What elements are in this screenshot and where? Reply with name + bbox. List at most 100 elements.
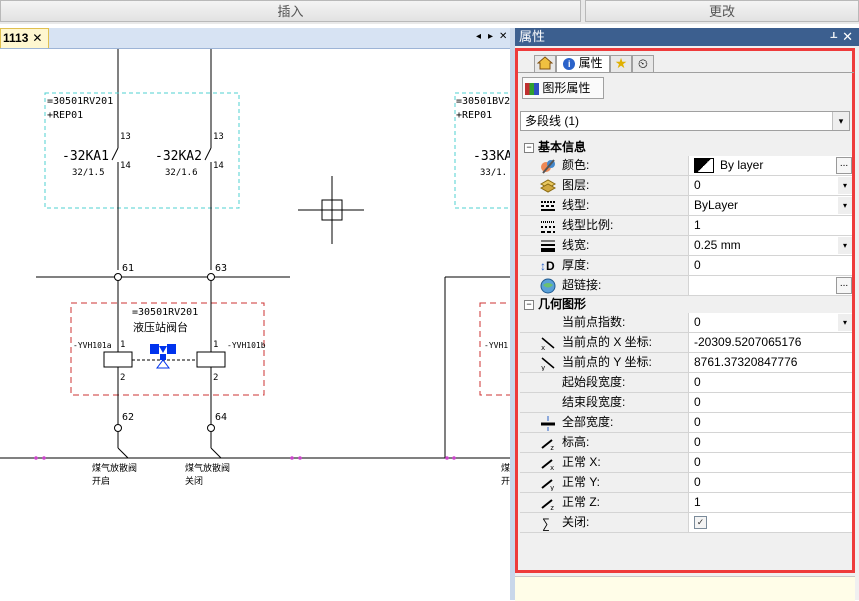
- terminal-label: 14: [120, 161, 131, 171]
- home-icon: [536, 56, 554, 70]
- property-value: 0: [694, 395, 701, 409]
- valve-symbol: [150, 344, 176, 369]
- panel-title-bar: 属性 ᚆ ✕: [515, 28, 859, 46]
- properties-panel: 属性 ᚆ ✕ i 属性 ★ ⏲ 图形属性 多段线 (1) ▾: [515, 28, 859, 601]
- property-row-start-width[interactable]: 起始段宽度: 0: [520, 373, 852, 393]
- node-dot: [114, 424, 122, 432]
- coil-tag: -YVH101a: [73, 341, 112, 350]
- property-row-end-width[interactable]: 结束段宽度: 0: [520, 393, 852, 413]
- collapse-icon[interactable]: −: [524, 143, 534, 153]
- contact-name: -32KA1: [62, 149, 109, 164]
- global-width-icon: [541, 416, 555, 431]
- panel-title: 属性: [519, 29, 546, 44]
- solenoid-coil: [103, 351, 133, 368]
- thickness-glyph: D: [546, 259, 555, 273]
- collapse-icon[interactable]: −: [524, 300, 534, 310]
- terminal-label: 2: [213, 373, 218, 383]
- tab-graphic-properties[interactable]: 图形属性: [522, 77, 604, 99]
- property-label: 线宽:: [562, 238, 590, 252]
- close-icon[interactable]: ✕: [842, 29, 853, 44]
- property-row-color[interactable]: 颜色: By layer...: [520, 156, 852, 176]
- star-icon: ★: [614, 55, 628, 71]
- property-label: 关闭:: [562, 515, 590, 529]
- property-value: 1: [694, 495, 701, 509]
- document-tab[interactable]: 1113✕: [0, 28, 50, 48]
- drawing-canvas[interactable]: =30501RV201 +REP01 =30501BV2 +REP01 13 1…: [0, 49, 510, 600]
- property-row-closed[interactable]: ∑ 关闭: ✓: [520, 513, 852, 533]
- category-basic-info[interactable]: − 基本信息: [520, 139, 852, 156]
- property-row-lineweight[interactable]: 线宽: 0.25 mm ▾: [520, 236, 852, 256]
- normal-x-icon: x: [541, 459, 554, 471]
- function-caption: 煤: [501, 462, 510, 474]
- terminal-label: 13: [213, 132, 224, 142]
- selection-value: 多段线 (1): [525, 114, 580, 128]
- svg-text:x: x: [550, 464, 554, 471]
- contact-position: 32/1.6: [165, 168, 198, 178]
- node-label: 64: [215, 412, 227, 423]
- function-caption: 煤气放散阀: [92, 462, 137, 474]
- schematic-drawing: =30501RV201 +REP01 =30501BV2 +REP01 13 1…: [0, 49, 510, 487]
- scroll-left-icon[interactable]: ◂: [476, 31, 482, 42]
- panel-splitter[interactable]: [510, 28, 515, 600]
- property-row-layer[interactable]: 图层: 0▾: [520, 176, 852, 196]
- property-row-linetype-scale[interactable]: 线型比例: 1: [520, 216, 852, 236]
- tab-properties[interactable]: i 属性: [556, 55, 610, 72]
- category-geometry[interactable]: − 几何图形: [520, 296, 852, 313]
- selection-dropdown[interactable]: 多段线 (1) ▾: [520, 111, 850, 131]
- home-tab[interactable]: [534, 55, 556, 72]
- property-value: By layer: [720, 158, 764, 172]
- contact-blade: [204, 147, 212, 161]
- chevron-down-icon[interactable]: ▾: [838, 237, 852, 254]
- property-label: 全部宽度:: [562, 415, 614, 429]
- property-value: 0: [694, 475, 701, 489]
- ellipsis-button[interactable]: ...: [836, 157, 852, 174]
- category-label: 几何图形: [538, 297, 587, 311]
- color-icon: [541, 159, 555, 174]
- insert-button[interactable]: 插入: [0, 0, 581, 22]
- property-row-global-width[interactable]: 全部宽度: 0: [520, 413, 852, 433]
- document-tab-strip: 1113✕ ◂ ▸ ✕: [0, 28, 512, 49]
- coil-tag: -YVH101b: [227, 341, 266, 350]
- hyperlink-icon: [540, 278, 556, 294]
- closed-checkbox[interactable]: ✓: [694, 516, 707, 530]
- property-row-current-vertex[interactable]: 当前点指数: 0▾: [520, 313, 852, 333]
- chevron-down-icon[interactable]: ▾: [832, 112, 849, 130]
- sigma-icon: ∑: [542, 517, 550, 531]
- chevron-down-icon[interactable]: ▾: [838, 197, 852, 214]
- close-icon[interactable]: ✕: [32, 31, 43, 45]
- chevron-down-icon[interactable]: ▾: [838, 177, 852, 194]
- property-value: 0: [694, 178, 701, 192]
- connection-markers: [34, 456, 456, 460]
- property-row-linetype[interactable]: 线型: ByLayer▾: [520, 196, 852, 216]
- favorites-tab[interactable]: ★: [610, 55, 632, 72]
- chevron-down-icon[interactable]: ▾: [838, 314, 852, 331]
- device-block-outline: [454, 92, 510, 209]
- normal-y-icon: y: [541, 479, 554, 491]
- terminal-label: 13: [120, 132, 131, 142]
- terminal-label: 2: [120, 373, 125, 383]
- change-button[interactable]: 更改: [585, 0, 859, 22]
- property-label: 正常 Z:: [562, 495, 600, 509]
- tab-properties-label: 属性: [578, 56, 603, 70]
- scroll-right-icon[interactable]: ▸: [488, 31, 494, 42]
- device-block-outline: [44, 92, 240, 209]
- property-row-hyperlink[interactable]: 超链接: ...: [520, 276, 852, 296]
- property-value: 0.25 mm: [694, 238, 741, 252]
- description-area: [515, 576, 855, 601]
- history-tab[interactable]: ⏲: [632, 55, 654, 72]
- terminal-label: 1: [213, 340, 218, 350]
- valve-name: 液压站阀台: [133, 320, 188, 334]
- property-label: 当前点的 X 坐标:: [562, 335, 653, 349]
- close-all-icon[interactable]: ✕: [499, 31, 508, 42]
- layer-icon: [540, 179, 556, 193]
- ellipsis-button[interactable]: ...: [836, 277, 852, 294]
- pin-icon[interactable]: ᚆ: [830, 29, 837, 44]
- property-value: 0: [694, 435, 701, 449]
